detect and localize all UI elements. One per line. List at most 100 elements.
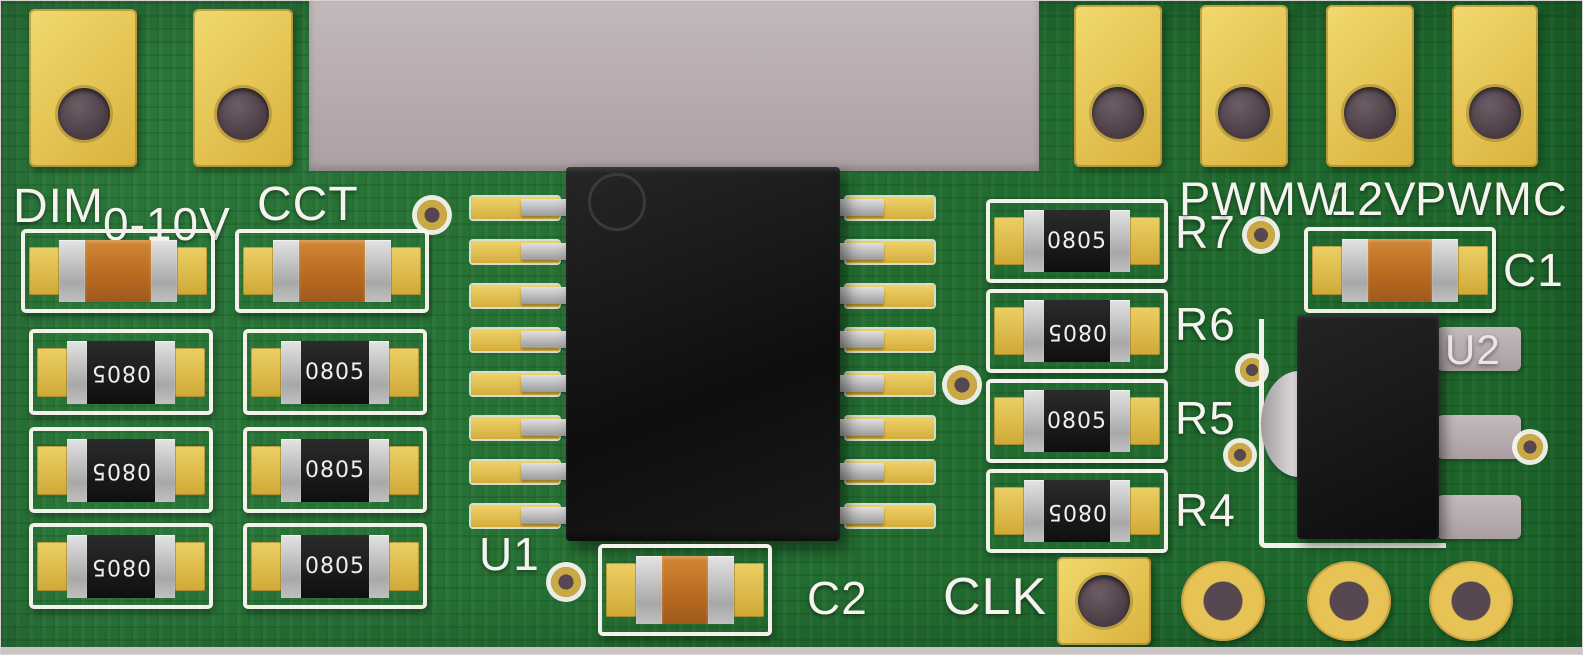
capacitor-pad bbox=[1458, 245, 1488, 295]
resistor-0805: 0805 bbox=[29, 523, 213, 609]
ic-pad bbox=[471, 197, 593, 219]
resistor-marking: 0805 bbox=[1047, 318, 1107, 344]
resistor-terminal bbox=[281, 438, 301, 502]
resistor-terminal bbox=[369, 534, 389, 598]
transistor-u2 bbox=[1297, 315, 1439, 539]
u1-left-pad-row bbox=[471, 197, 593, 527]
resistor-pad bbox=[1130, 487, 1160, 535]
terminal-pad bbox=[1200, 5, 1288, 167]
resistor-body: 0805 bbox=[301, 438, 369, 502]
resistor-pad bbox=[1130, 397, 1160, 445]
capacitor-terminal bbox=[1342, 238, 1368, 302]
resistor-marking: 0805 bbox=[91, 359, 151, 385]
capacitor bbox=[21, 229, 215, 313]
pwmw-terminal-pad bbox=[1074, 5, 1162, 167]
resistor-marking: 0805 bbox=[1047, 228, 1107, 254]
ic-pad bbox=[471, 329, 593, 351]
resistor-body: 0805 bbox=[1044, 210, 1110, 272]
label-c1: C1 bbox=[1503, 244, 1564, 296]
resistor-0805: 0805 bbox=[29, 427, 213, 513]
capacitor-c2 bbox=[598, 544, 772, 636]
via bbox=[1247, 221, 1275, 249]
resistor-pad bbox=[37, 541, 67, 591]
resistor-pad bbox=[389, 347, 419, 397]
capacitor-c1 bbox=[1304, 227, 1496, 313]
ic-pad bbox=[471, 373, 593, 395]
label-r4: R4 bbox=[1175, 484, 1236, 536]
ic-pad bbox=[812, 461, 934, 483]
ic-pad bbox=[812, 329, 934, 351]
label-0-10v: 0-10V bbox=[103, 198, 231, 250]
resistor-pad bbox=[1130, 307, 1160, 355]
resistor-body: 0805 bbox=[1044, 300, 1110, 362]
through-hole-pad bbox=[1429, 561, 1513, 641]
resistor-terminal bbox=[67, 534, 87, 598]
label-pwmc: PWMC bbox=[1415, 172, 1568, 225]
resistor-pad bbox=[175, 541, 205, 591]
resistor-marking: 0805 bbox=[1047, 498, 1107, 524]
through-hole-pad bbox=[1307, 561, 1391, 641]
resistor-terminal bbox=[1110, 480, 1130, 542]
resistor-marking: 0805 bbox=[1047, 408, 1107, 434]
label-u2: U2 bbox=[1445, 326, 1501, 373]
capacitor-pad bbox=[1312, 245, 1342, 295]
resistor-0805: 0805 bbox=[29, 329, 213, 415]
via bbox=[417, 200, 447, 230]
resistor-terminal bbox=[67, 438, 87, 502]
capacitor-terminal bbox=[1432, 238, 1458, 302]
ic-pin1-marker bbox=[588, 173, 646, 231]
resistor-r6: 0805 bbox=[986, 289, 1168, 373]
resistor-terminal bbox=[369, 340, 389, 404]
resistor-pad bbox=[389, 445, 419, 495]
resistor-terminal bbox=[281, 340, 301, 404]
board-notch-background bbox=[309, 1, 1039, 171]
pad-hole bbox=[1344, 87, 1396, 139]
resistor-body: 0805 bbox=[1044, 390, 1110, 452]
resistor-body: 0805 bbox=[301, 534, 369, 598]
resistor-pad bbox=[251, 347, 281, 397]
resistor-body: 0805 bbox=[87, 340, 155, 404]
label-r7: R7 bbox=[1175, 206, 1236, 258]
resistor-terminal bbox=[281, 534, 301, 598]
pad-hole bbox=[1218, 87, 1270, 139]
resistor-pad bbox=[251, 541, 281, 591]
u2-pad bbox=[1437, 415, 1521, 459]
capacitor-pad bbox=[734, 563, 764, 617]
cct-terminal-pad bbox=[193, 9, 293, 167]
label-dim: DIM bbox=[13, 180, 104, 233]
resistor-terminal bbox=[1110, 300, 1130, 362]
board-bottom-edge bbox=[1, 647, 1582, 654]
resistor-terminal bbox=[1024, 210, 1044, 272]
resistor-pad bbox=[994, 217, 1024, 265]
resistor-pad bbox=[994, 397, 1024, 445]
resistor-pad bbox=[175, 445, 205, 495]
resistor-0805: 0805 bbox=[243, 329, 427, 415]
resistor-pad bbox=[175, 347, 205, 397]
resistor-pad bbox=[251, 445, 281, 495]
capacitor-body bbox=[1368, 238, 1432, 302]
label-r5: R5 bbox=[1175, 392, 1236, 444]
resistor-marking: 0805 bbox=[305, 457, 365, 483]
ic-u1 bbox=[566, 167, 840, 541]
capacitor-terminal bbox=[151, 240, 177, 302]
label-pwmw: PWMW bbox=[1179, 172, 1343, 225]
ic-pad bbox=[812, 505, 934, 527]
resistor-terminal bbox=[1024, 390, 1044, 452]
clk-pad bbox=[1057, 557, 1151, 645]
u1-right-pad-row bbox=[812, 197, 934, 527]
ic-pad bbox=[471, 461, 593, 483]
capacitor-terminal bbox=[273, 240, 299, 302]
resistor-terminal bbox=[155, 534, 175, 598]
label-c2: C2 bbox=[807, 572, 868, 624]
resistor-body: 0805 bbox=[87, 534, 155, 598]
u2-pad bbox=[1437, 495, 1521, 539]
label-r6: R6 bbox=[1175, 298, 1236, 350]
v12-terminal-pad bbox=[1326, 5, 1414, 167]
capacitor-pad bbox=[243, 247, 273, 295]
resistor-pad bbox=[389, 541, 419, 591]
ic-pad bbox=[812, 417, 934, 439]
capacitor-body bbox=[85, 240, 151, 302]
resistor-terminal bbox=[1024, 480, 1044, 542]
label-clk: CLK bbox=[943, 568, 1048, 626]
